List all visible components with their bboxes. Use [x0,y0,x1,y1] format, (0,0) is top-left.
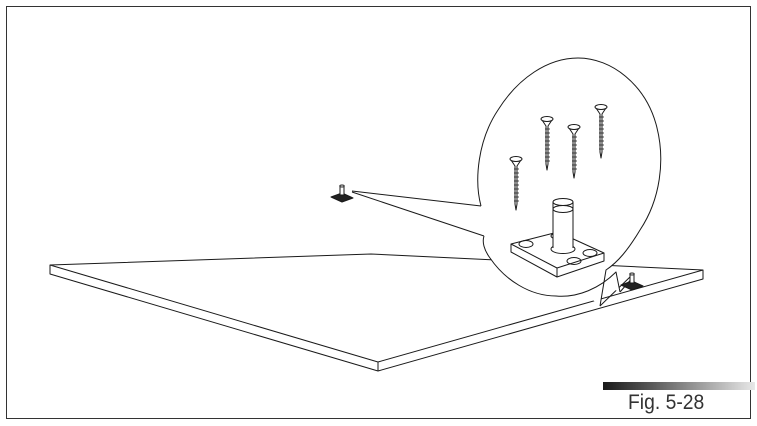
screw-4 [594,104,608,159]
screw-2 [540,116,554,171]
pin-post [550,198,576,254]
panel-pin-back [330,184,354,203]
magnified-callout [477,57,662,307]
figure-frame [6,6,751,419]
panel-pin-right [620,272,644,291]
screw-1 [509,156,523,211]
screw-3 [567,124,581,179]
figure-label-bar [603,382,755,390]
figure-label: Fig. 5-28 [628,391,705,414]
